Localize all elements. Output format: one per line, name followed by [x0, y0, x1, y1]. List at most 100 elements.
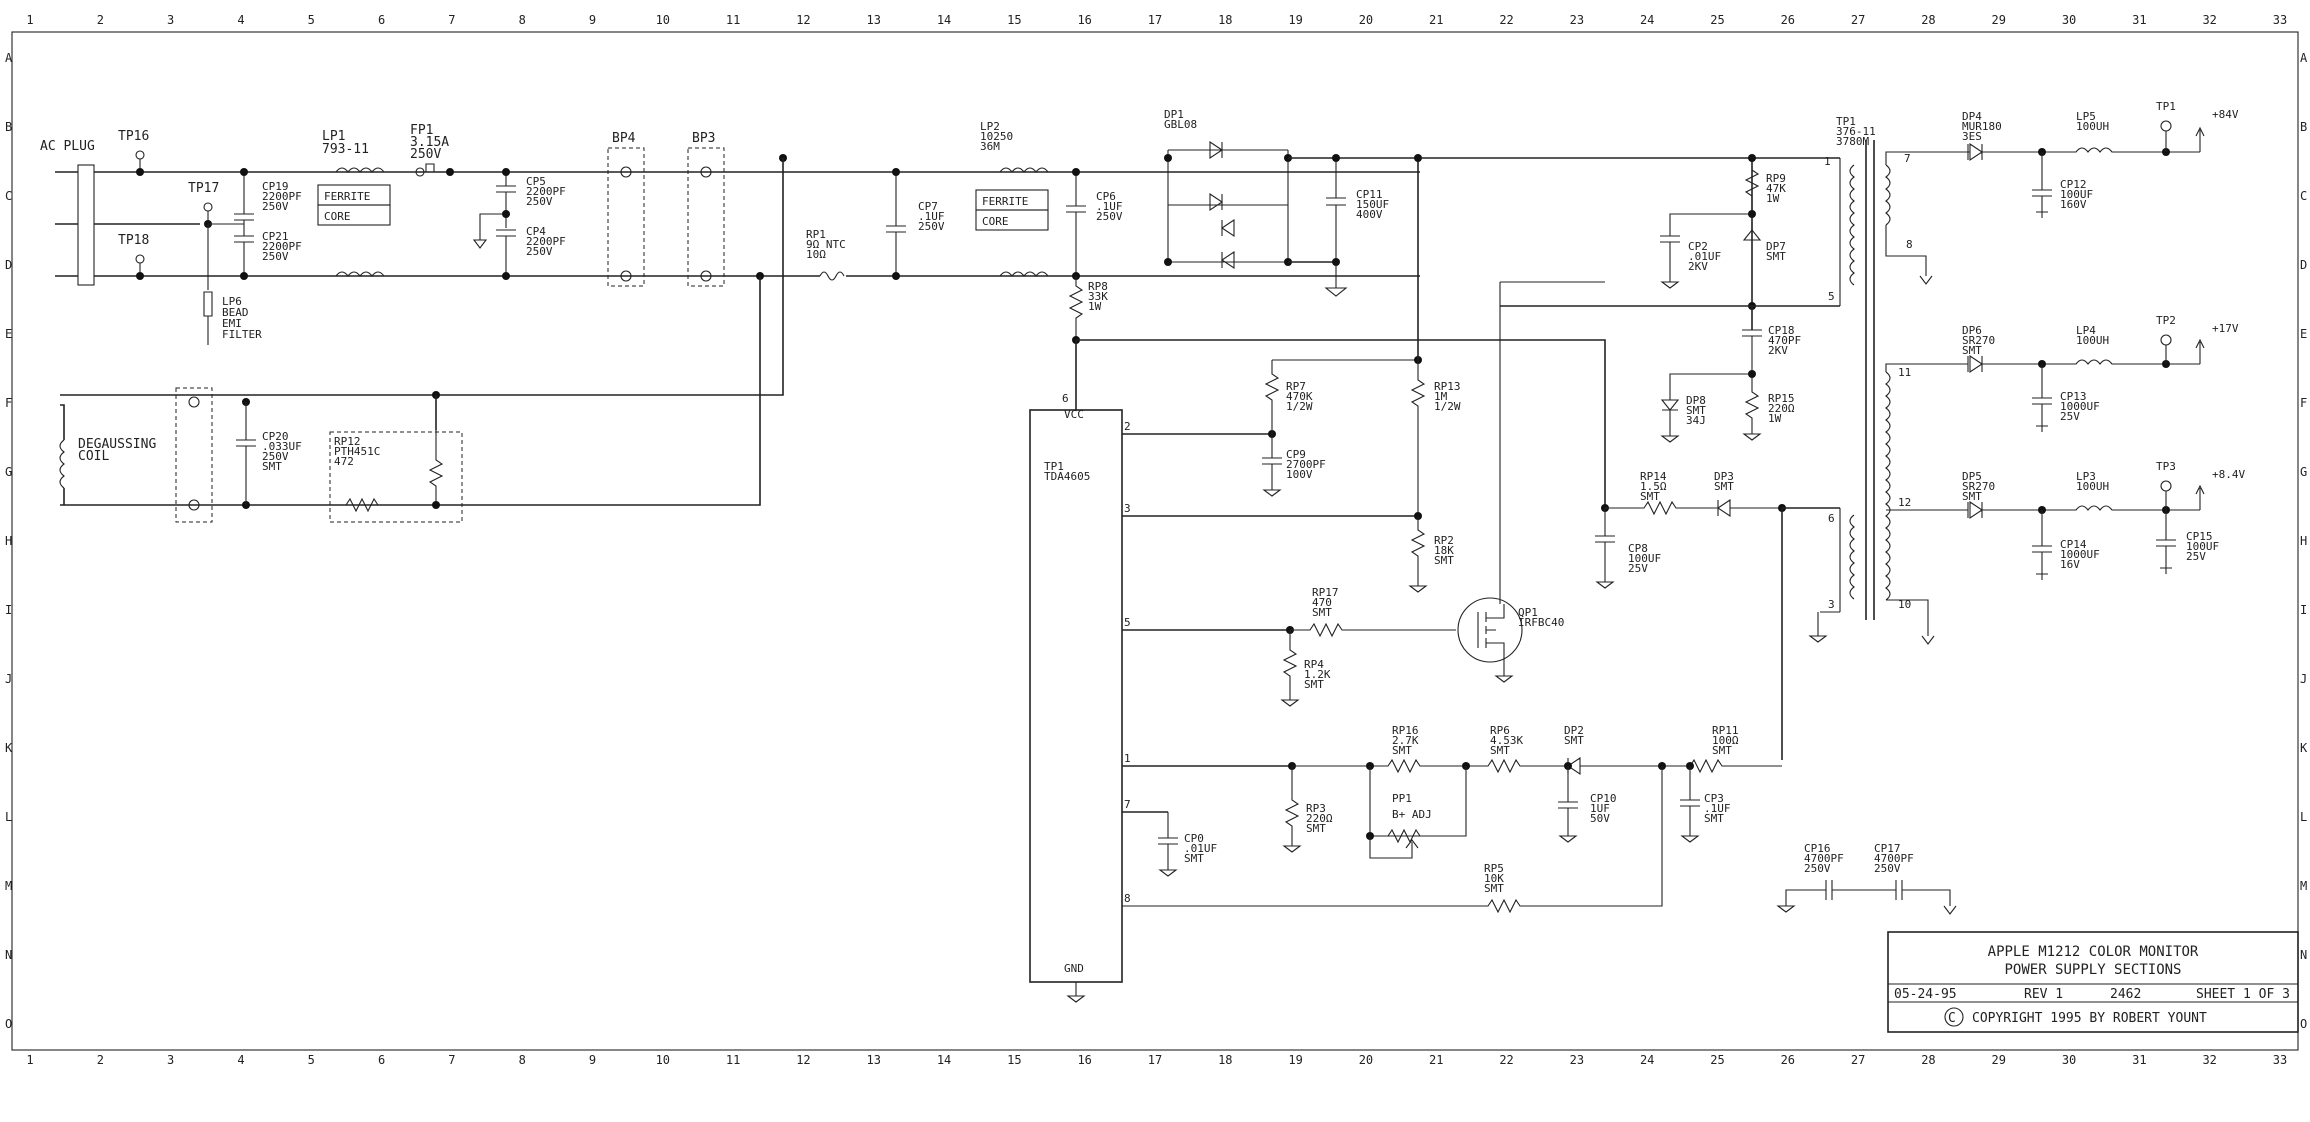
- pp1-ref: PP1: [1392, 792, 1412, 805]
- column-marker: 27: [1851, 13, 1865, 27]
- title-date: 05-24-95: [1894, 987, 1957, 1002]
- column-marker: 19: [1288, 13, 1302, 27]
- cp4-voltage: 250V: [526, 245, 553, 258]
- column-marker: 30: [2062, 1053, 2076, 1067]
- column-marker: 20: [1359, 13, 1373, 27]
- rp12-ref: RP12: [334, 435, 361, 448]
- row-marker: E: [5, 327, 12, 341]
- rp6-value: 4.53K: [1490, 734, 1523, 747]
- column-marker: 4: [237, 1053, 244, 1067]
- rp3-type: SMT: [1306, 822, 1326, 835]
- qp1-ref: QP1: [1518, 606, 1538, 619]
- column-marker: 25: [1710, 1053, 1724, 1067]
- core1-label: CORE: [324, 210, 351, 223]
- xfmr-pin-6: 6: [1828, 512, 1835, 525]
- cp5-ref: CP5: [526, 175, 546, 188]
- cp12-voltage: 160V: [2060, 198, 2087, 211]
- xfmr-pin-1: 1: [1824, 155, 1831, 168]
- cp20-value: .033UF: [262, 440, 302, 453]
- column-marker: 13: [867, 1053, 881, 1067]
- row-marker: E: [2300, 327, 2307, 341]
- cp7-voltage: 250V: [918, 220, 945, 233]
- cp10-voltage: 50V: [1590, 812, 1610, 825]
- cp16-voltage: 250V: [1804, 862, 1831, 875]
- cp9-voltage: 100V: [1286, 468, 1313, 481]
- column-marker: 29: [1992, 13, 2006, 27]
- svg-text:C: C: [1948, 1011, 1956, 1026]
- column-marker: 10: [656, 13, 670, 27]
- column-marker: 19: [1288, 1053, 1302, 1067]
- rp5-value: 10K: [1484, 872, 1504, 885]
- rp6-type: SMT: [1490, 744, 1510, 757]
- column-marker: 14: [937, 1053, 951, 1067]
- row-marker: J: [5, 672, 12, 686]
- row-marker: O: [5, 1017, 12, 1031]
- title-sheet: SHEET 1 OF 3: [2196, 987, 2290, 1002]
- column-marker: 7: [448, 13, 455, 27]
- column-marker: 18: [1218, 13, 1232, 27]
- column-marker: 31: [2132, 13, 2146, 27]
- title-line-2: POWER SUPPLY SECTIONS: [2004, 962, 2181, 978]
- row-marker: B: [5, 120, 12, 134]
- xfmr-pin-3: 3: [1828, 598, 1835, 611]
- dp8-part: 34J: [1686, 414, 1706, 427]
- cp10-value: 1UF: [1590, 802, 1610, 815]
- row-marker: M: [5, 879, 12, 893]
- cp7-ref: CP7: [918, 200, 938, 213]
- ic-ref: TP1: [1044, 460, 1064, 473]
- rp9-ref: RP9: [1766, 172, 1786, 185]
- cp11-voltage: 400V: [1356, 208, 1383, 221]
- ac-plug-label: AC PLUG: [40, 139, 95, 154]
- row-marker: F: [5, 396, 12, 410]
- bp3-connector: [687, 147, 725, 287]
- column-marker: 33: [2273, 1053, 2287, 1067]
- column-marker: 8: [519, 13, 526, 27]
- cp16-value: 4700PF: [1804, 852, 1844, 865]
- ic-gnd-label: GND: [1064, 962, 1084, 975]
- cp12-value: 100UF: [2060, 188, 2093, 201]
- dp8-type: SMT: [1686, 404, 1706, 417]
- lp5-value: 100UH: [2076, 120, 2109, 133]
- rp15-power: 1W: [1768, 412, 1782, 425]
- ic-pin-3: 3: [1124, 502, 1131, 515]
- lp4-ref: LP4: [2076, 324, 2096, 337]
- column-marker: 25: [1710, 13, 1724, 27]
- rp1-value: 10Ω: [806, 248, 826, 261]
- column-marker: 28: [1921, 13, 1935, 27]
- cp14-value: 1000UF: [2060, 548, 2100, 561]
- dp4-suffix: 3ES: [1962, 130, 1982, 143]
- cp14-ref: CP14: [2060, 538, 2087, 551]
- fp1-voltage: 250V: [410, 147, 441, 162]
- column-marker: 2: [97, 1053, 104, 1067]
- rp7-power: 1/2W: [1286, 400, 1313, 413]
- cp18-value: 470PF: [1768, 334, 1801, 347]
- rp6-ref: RP6: [1490, 724, 1510, 737]
- cp3-type: SMT: [1704, 812, 1724, 825]
- rp8-power: 1W: [1088, 300, 1102, 313]
- ic-pin-8: 8: [1124, 892, 1131, 905]
- xfmr-pin-5: 5: [1828, 290, 1835, 303]
- ac-plug-connector: [77, 164, 95, 286]
- cp21-voltage: 250V: [262, 250, 289, 263]
- lp3-ref: LP3: [2076, 470, 2096, 483]
- cp18-voltage: 2KV: [1768, 344, 1788, 357]
- bp3-label: BP3: [692, 131, 715, 146]
- lp2-value: 36M: [980, 140, 1000, 153]
- cp20-type: SMT: [262, 460, 282, 473]
- row-marker: I: [2300, 603, 2307, 617]
- ferrite1-label: FERRITE: [324, 190, 370, 203]
- column-marker: 11: [726, 1053, 740, 1067]
- column-marker: 23: [1570, 1053, 1584, 1067]
- rp11-ref: RP11: [1712, 724, 1739, 737]
- lp1-part: 793-11: [322, 142, 369, 157]
- cp16-ref: CP16: [1804, 842, 1831, 855]
- column-marker: 8: [519, 1053, 526, 1067]
- degauss-section: DEGAUSSING COIL CP20 .033UF 250V SMT RP1…: [59, 387, 463, 523]
- dp4-part: MUR180: [1962, 120, 2002, 133]
- column-marker: 22: [1499, 13, 1513, 27]
- row-marker: L: [2300, 810, 2307, 824]
- xfmr-value: 3780M: [1836, 135, 1869, 148]
- dp2-ref: DP2: [1564, 724, 1584, 737]
